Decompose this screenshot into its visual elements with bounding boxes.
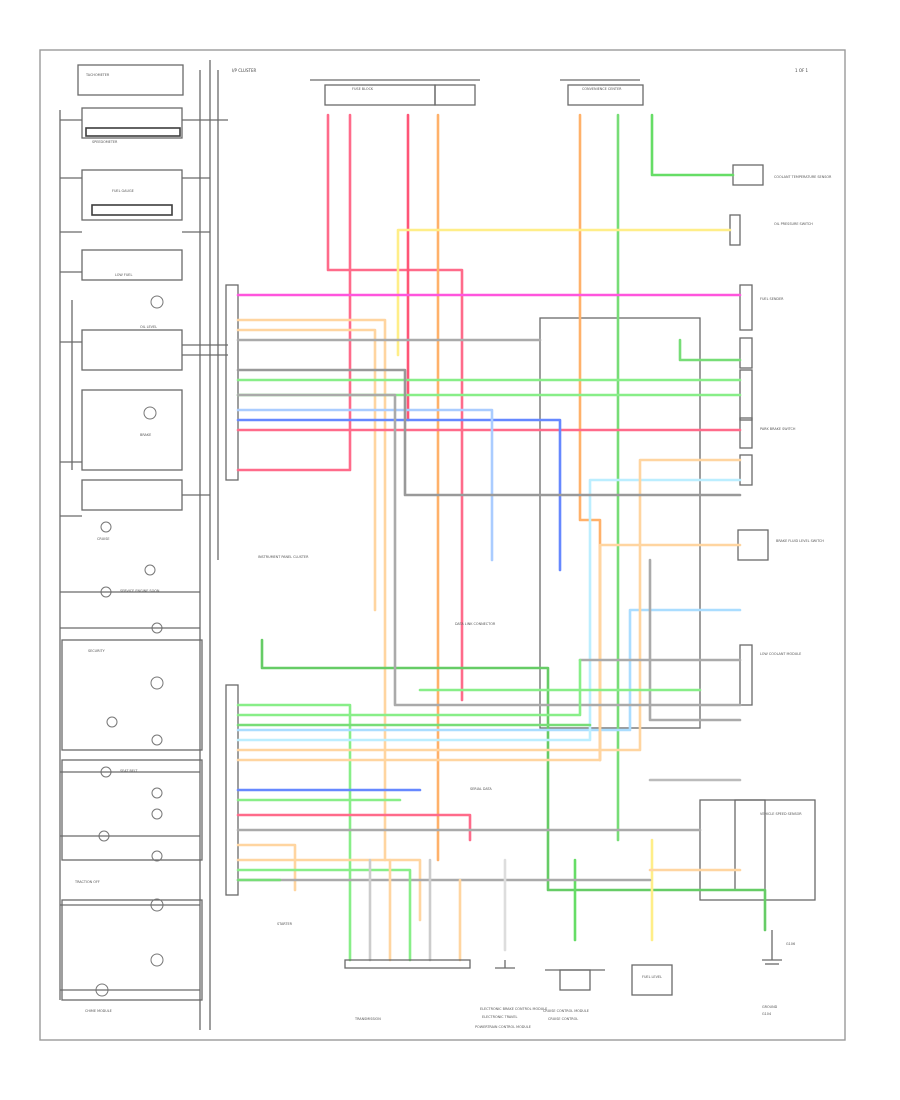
pcm-box [539, 317, 701, 729]
cluster-connector-c2 [225, 684, 239, 896]
label-g104: G104 [762, 1012, 771, 1016]
label-g106: G106 [786, 942, 795, 946]
label-low-fuel: LOW FUEL [115, 273, 132, 277]
label-oil-pressure-switch: OIL PRESSURE SWITCH [774, 222, 813, 226]
label-transmission: TRANSMISSION [354, 1017, 381, 1021]
label-tachometer: TACHOMETER [85, 73, 110, 77]
wire-harness [236, 113, 767, 962]
label-fuel-gauge: FUEL GAUGE [112, 189, 134, 193]
label-chime-module: CHIME MODULE [85, 1009, 112, 1013]
label-fuel-sender: FUEL SENDER [760, 297, 784, 301]
label-cruise-control-module: CRUISE CONTROL MODULE [543, 1009, 589, 1013]
ground-symbols [495, 930, 782, 996]
label-convenience-center: CONVENIENCE CENTER [582, 87, 622, 91]
label-oil-level: OIL LEVEL [140, 325, 157, 329]
top-left-label: I/P CLUSTER [232, 68, 256, 73]
label-starter: STARTER [277, 922, 293, 926]
fuse-blocks: FUSE BLOCK CONVENIENCE CENTER [310, 79, 644, 106]
label-serial-data: SERIAL DATA [470, 787, 492, 791]
cluster-connector-c1 [225, 284, 239, 481]
label-brake-fluid-level-switch: BRAKE FLUID LEVEL SWITCH [776, 539, 824, 543]
label-speedometer: SPEEDOMETER [92, 140, 118, 144]
right-components [699, 164, 816, 901]
label-instrument-panel-cluster: INSTRUMENT PANEL CLUSTER [258, 555, 309, 559]
label-data-link-connector: DATA LINK CONNECTOR [455, 622, 496, 626]
instrument-cluster-panel: TACHOMETER SPEEDOMETER FUEL GAUGE LOW FU… [59, 60, 228, 1030]
title-corner: 1 OF 1 [795, 68, 809, 73]
label-coolant-temperature-sensor: COOLANT TEMPERATURE SENSOR [774, 175, 832, 179]
label-powertrain-control-module: POWERTRAIN CONTROL MODULE [475, 1025, 531, 1029]
label-park-brake-switch: PARK BRAKE SWITCH [760, 427, 796, 431]
label-vehicle-speed-sensor: VEHICLE SPEED SENSOR [760, 812, 802, 816]
label-low-coolant-module: LOW COOLANT MODULE [760, 652, 801, 656]
label-ground: GROUND [762, 1005, 778, 1009]
label-cruise-control: CRUISE CONTROL [548, 1017, 578, 1021]
label-electronic-brake-control-module: ELECTRONIC BRAKE CONTROL MODULE [480, 1007, 547, 1011]
label-electronic-travel: ELECTRONIC TRAVEL [482, 1015, 517, 1019]
diagram-border [39, 49, 846, 1041]
label-service-engine-soon: SERVICE ENGINE SOON [120, 589, 160, 593]
label-brake: BRAKE [140, 433, 151, 437]
label-fuse-block: FUSE BLOCK [352, 87, 374, 91]
label-traction-off: TRACTION OFF [74, 880, 100, 884]
label-security: SECURITY [88, 649, 106, 653]
label-seat-belt: SEAT BELT [120, 769, 138, 773]
label-fuel-level: FUEL LEVEL [642, 975, 662, 979]
label-cruise: CRUISE [97, 537, 110, 541]
